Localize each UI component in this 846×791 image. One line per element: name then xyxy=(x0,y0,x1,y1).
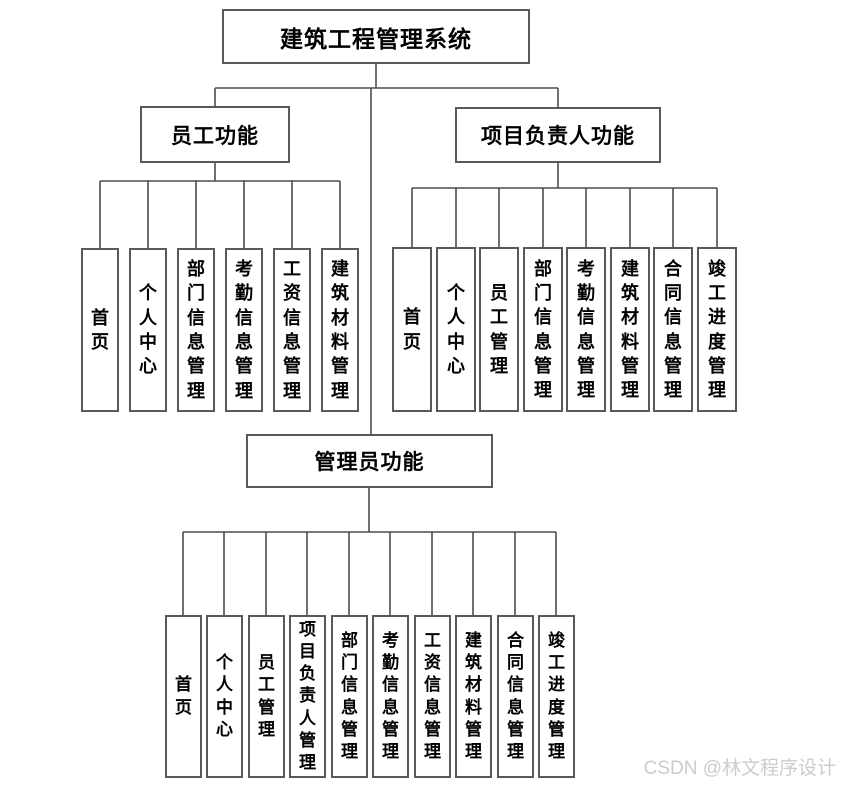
leaf-label: 首页 xyxy=(90,307,109,352)
leaf-label: 考勤信息管理 xyxy=(576,258,595,401)
leaf-employee-3: 考勤信息管理 xyxy=(225,248,263,412)
leaf-label: 工资信息管理 xyxy=(424,631,441,761)
leaf-admin-3: 项目负责人管理 xyxy=(289,615,326,778)
connector-leader-branch xyxy=(411,163,718,247)
leaf-admin-7: 建筑材料管理 xyxy=(455,615,492,778)
leaf-label: 考勤信息管理 xyxy=(234,259,253,401)
leaf-label: 项目负责人管理 xyxy=(299,620,316,772)
leaf-admin-9: 竣工进度管理 xyxy=(538,615,575,778)
leaf-leader-0: 首页 xyxy=(392,247,432,412)
leaf-label: 部门信息管理 xyxy=(341,631,358,761)
leaf-leader-6: 合同信息管理 xyxy=(653,247,693,412)
leaf-label: 个人中心 xyxy=(446,282,465,376)
csdn-watermark: CSDN @林文程序设计 xyxy=(643,758,836,779)
leaf-label: 建筑材料管理 xyxy=(465,631,482,761)
leaf-leader-1: 个人中心 xyxy=(436,247,476,412)
leaf-label: 工资信息管理 xyxy=(282,259,301,401)
leaf-admin-2: 员工管理 xyxy=(248,615,285,778)
node-system-root: 建筑工程管理系统 xyxy=(222,9,530,64)
leaf-admin-5: 考勤信息管理 xyxy=(372,615,409,778)
node-system-root-label: 建筑工程管理系统 xyxy=(280,26,472,52)
leaf-label: 竣工进度管理 xyxy=(707,258,726,401)
leaf-label: 首页 xyxy=(175,675,192,717)
node-branch-admin: 管理员功能 xyxy=(246,434,493,488)
leaf-label: 个人中心 xyxy=(216,653,233,739)
leaf-admin-1: 个人中心 xyxy=(206,615,243,778)
node-branch-employee: 员工功能 xyxy=(140,106,290,163)
leaf-label: 建筑材料管理 xyxy=(620,258,639,401)
leaf-leader-3: 部门信息管理 xyxy=(523,247,563,412)
leaf-leader-4: 考勤信息管理 xyxy=(566,247,606,412)
node-branch-leader-label: 项目负责人功能 xyxy=(481,124,635,148)
leaf-label: 考勤信息管理 xyxy=(382,631,399,761)
connector-employee-branch xyxy=(99,163,341,248)
leaf-admin-8: 合同信息管理 xyxy=(497,615,534,778)
leaf-label: 竣工进度管理 xyxy=(548,631,565,761)
leaf-leader-5: 建筑材料管理 xyxy=(610,247,650,412)
leaf-admin-0: 首页 xyxy=(165,615,202,778)
leaf-admin-6: 工资信息管理 xyxy=(414,615,451,778)
leaf-label: 合同信息管理 xyxy=(507,631,524,761)
leaf-employee-2: 部门信息管理 xyxy=(177,248,215,412)
leaf-employee-0: 首页 xyxy=(81,248,119,412)
node-branch-employee-label: 员工功能 xyxy=(171,123,259,148)
connector-admin-branch xyxy=(182,488,557,615)
leaf-label: 首页 xyxy=(402,307,421,352)
leaf-employee-5: 建筑材料管理 xyxy=(321,248,359,412)
leaf-label: 建筑材料管理 xyxy=(330,259,349,401)
leaf-label: 合同信息管理 xyxy=(663,258,682,401)
leaf-label: 员工管理 xyxy=(258,653,275,739)
node-branch-admin-label: 管理员功能 xyxy=(314,450,425,474)
leaf-label: 部门信息管理 xyxy=(186,259,205,401)
leaf-employee-4: 工资信息管理 xyxy=(273,248,311,412)
leaf-label: 个人中心 xyxy=(138,283,157,377)
leaf-leader-7: 竣工进度管理 xyxy=(697,247,737,412)
connector-root xyxy=(214,63,559,434)
node-branch-leader: 项目负责人功能 xyxy=(455,107,661,163)
leaf-label: 员工管理 xyxy=(489,282,508,376)
leaf-employee-1: 个人中心 xyxy=(129,248,167,412)
leaf-admin-4: 部门信息管理 xyxy=(331,615,368,778)
leaf-label: 部门信息管理 xyxy=(533,258,552,401)
leaf-leader-2: 员工管理 xyxy=(479,247,519,412)
